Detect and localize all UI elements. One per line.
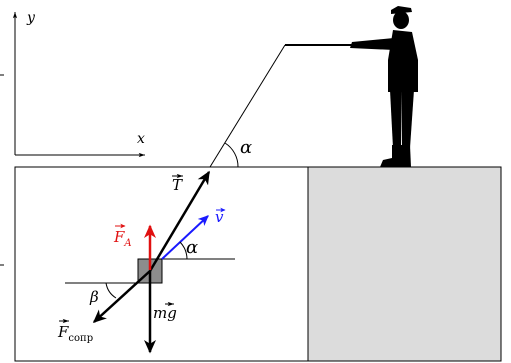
x-axis-label: x (137, 131, 145, 147)
buoyancy-symbol: F (113, 228, 125, 246)
velocity-vector (161, 215, 209, 260)
fishing-line (209, 44, 286, 168)
buoyancy-label: FA (113, 228, 132, 249)
gravity-symbol: mg (153, 304, 177, 322)
water-right-region (307, 166, 502, 362)
drag-angle-label: β (89, 288, 99, 306)
drag-angle-arc (105, 282, 117, 299)
tension-label: T (172, 176, 183, 194)
tension-symbol: T (172, 176, 183, 194)
velocity-label: v (215, 208, 224, 226)
drag-vector (92, 270, 151, 324)
drag-subscript: сопр (68, 333, 93, 344)
velocity-angle-label: α (186, 237, 198, 258)
gravity-label: mg (153, 304, 177, 322)
rope-angle-arc (224, 142, 239, 168)
y-axis-label: y (26, 10, 36, 26)
buoyancy-subscript: A (123, 238, 131, 249)
velocity-angle-arc (179, 241, 188, 260)
tension-vector (148, 170, 211, 272)
velocity-symbol: v (215, 208, 224, 226)
rope-angle-label: α (240, 137, 252, 158)
fisherman-silhouette (350, 6, 418, 167)
drag-label: Fсопр (57, 323, 93, 344)
drag-symbol: F (57, 323, 69, 341)
